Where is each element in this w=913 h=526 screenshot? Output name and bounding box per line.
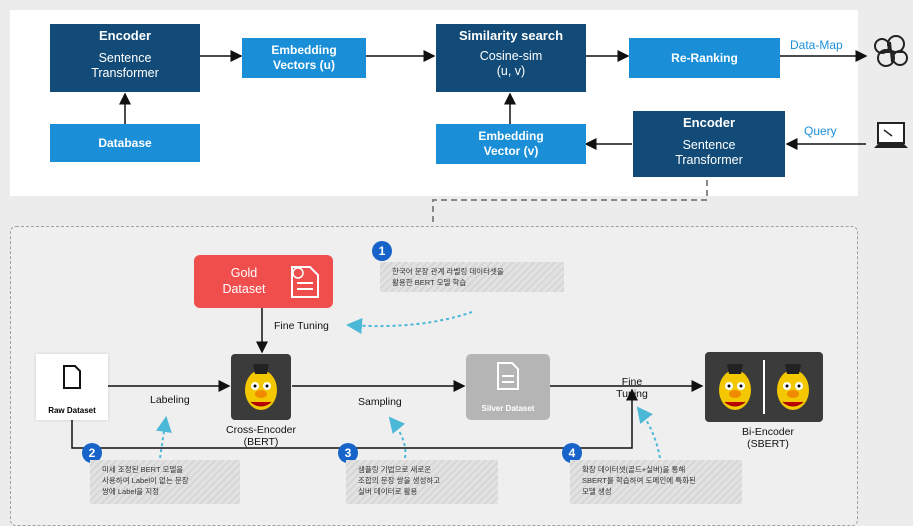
similarity-box: Similarity search Cosine-sim (u, v) xyxy=(436,24,586,92)
reranking-box: Re-Ranking xyxy=(629,38,780,78)
fine-tuning-label-1: Fine Tuning xyxy=(274,320,329,332)
bert-character-icon xyxy=(713,360,757,414)
fine-tuning-label-2: Fine Tuning xyxy=(616,376,648,400)
note-2: 미세 조정된 BERT 모델을 사용하여 Label이 없는 문장 쌍에 Lab… xyxy=(90,460,240,504)
step-badge-4: 4 xyxy=(562,443,582,463)
hint-arrow-1 xyxy=(346,311,473,334)
sampling-label: Sampling xyxy=(358,396,402,408)
cross-encoder-model xyxy=(231,354,291,420)
hint-arrow-4 xyxy=(636,406,661,459)
bi-encoder-label: Bi-Encoder (SBERT) xyxy=(742,426,794,450)
bert-character-icon xyxy=(239,360,283,414)
embedding-u-box: Embedding Vectors (u) xyxy=(242,38,366,78)
database-box: Database xyxy=(50,124,200,162)
note-1: 한국어 문장 관계 라벨링 데이터셋을 활용한 BERT 모델 학습 xyxy=(380,262,564,292)
similarity-title: Similarity search xyxy=(458,28,564,43)
query-label: Query xyxy=(804,124,837,138)
hint-arrow-3 xyxy=(388,416,407,459)
encoder-divider xyxy=(763,360,765,414)
note-3: 샘플링 기법으로 새로운 조합의 문장 쌍을 생성하고 실버 데이터로 활용 xyxy=(346,460,498,504)
step-badge-2: 2 xyxy=(82,443,102,463)
silver-dataset-label: Silver Dataset xyxy=(481,404,535,413)
bi-encoder-model xyxy=(705,352,823,422)
encoder-title: Encoder xyxy=(98,28,151,43)
embedding-v-box: Embedding Vector (v) xyxy=(436,124,586,164)
step-badge-3: 3 xyxy=(338,443,358,463)
document-check-icon xyxy=(286,263,322,301)
datamap-label: Data-Map xyxy=(790,38,843,52)
brain-icon xyxy=(870,34,910,70)
gold-dataset-label: Gold Dataset xyxy=(222,266,266,296)
similarity-subtitle: Cosine-sim (u, v) xyxy=(479,49,543,78)
dashed-link xyxy=(432,180,708,222)
raw-dataset-box: Raw Dataset xyxy=(36,354,108,420)
encoder-box-2: Encoder Sentence Transformer xyxy=(633,111,785,177)
document-icon xyxy=(62,364,82,390)
cross-encoder-label: Cross-Encoder (BERT) xyxy=(225,424,297,448)
laptop-icon xyxy=(872,120,912,154)
encoder-subtitle: Sentence Transformer xyxy=(675,138,743,167)
encoder-subtitle: Sentence Transformer xyxy=(91,51,159,80)
step-badge-1: 1 xyxy=(372,241,392,261)
document-check-icon xyxy=(494,360,522,392)
gold-dataset-box: Gold Dataset xyxy=(194,255,333,308)
encoder-title: Encoder xyxy=(682,115,735,130)
silver-dataset-box: Silver Dataset xyxy=(466,354,550,420)
labeling-label: Labeling xyxy=(150,394,190,406)
bert-character-icon xyxy=(771,360,815,414)
note-4: 확장 데이터셋(골드+실버)을 통해 SBERT를 학습하여 도메인에 특화된 … xyxy=(570,460,742,504)
raw-dataset-label: Raw Dataset xyxy=(48,406,96,415)
encoder-box-1: Encoder Sentence Transformer xyxy=(50,24,200,92)
hint-arrow-2 xyxy=(156,416,172,459)
